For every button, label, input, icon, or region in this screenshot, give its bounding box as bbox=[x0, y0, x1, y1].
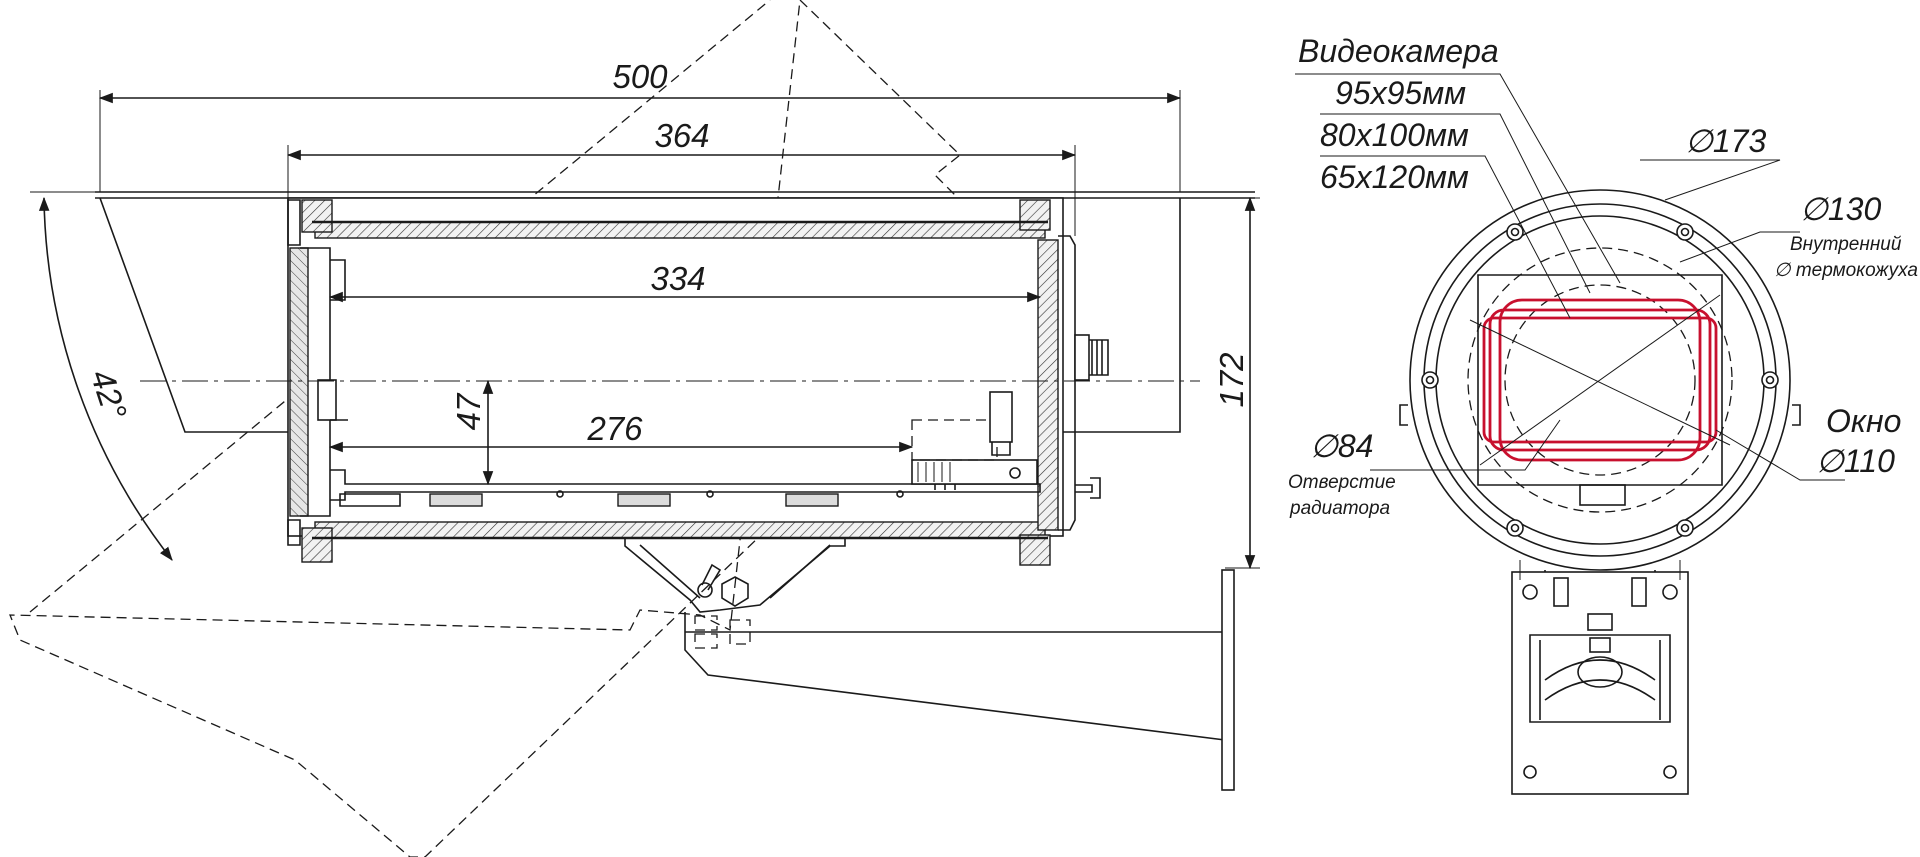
camera-title: Видеокамера bbox=[1298, 33, 1499, 69]
camera-outline-65x120 bbox=[1482, 316, 1718, 444]
dim-tilt-angle: 42° bbox=[84, 365, 135, 424]
camera-shelf bbox=[330, 391, 1041, 507]
radiator-note-2: радиатора bbox=[1289, 498, 1390, 519]
leader-lines bbox=[1295, 73, 1845, 481]
dim-shelf-height: 47 bbox=[450, 392, 487, 430]
inner-diameter-label: ∅130 bbox=[1800, 191, 1881, 227]
inner-diameter-note-2: ∅ термокожуха bbox=[1774, 260, 1918, 281]
dim-overall-length: 500 bbox=[612, 58, 668, 95]
window-label: Окно bbox=[1826, 403, 1901, 439]
dim-height: 172 bbox=[1213, 352, 1250, 407]
side-view: 500 364 334 276 47 172 42° bbox=[9, 0, 1260, 857]
camera-size-2: 80x100мм bbox=[1320, 117, 1469, 153]
radiator-note-1: Отверстие bbox=[1288, 472, 1396, 493]
flange-bolts bbox=[1421, 223, 1779, 537]
radiator-diameter-label: ∅84 bbox=[1310, 428, 1373, 464]
camera-size-1: 95x95мм bbox=[1335, 75, 1466, 111]
window-diameter-label: ∅110 bbox=[1816, 443, 1895, 479]
outer-flange bbox=[1409, 189, 1791, 571]
camera-outline-80x100 bbox=[1488, 308, 1712, 452]
mounting-bracket bbox=[624, 537, 1235, 791]
tilted-housing-outline bbox=[9, 0, 976, 857]
camera-outline-95x95 bbox=[1498, 298, 1702, 462]
dim-inner-length: 334 bbox=[650, 260, 705, 297]
front-bracket bbox=[1511, 560, 1689, 795]
outer-diameter-label: ∅173 bbox=[1685, 123, 1766, 159]
front-window-glass bbox=[289, 247, 309, 517]
dim-camera-shelf: 276 bbox=[586, 410, 643, 447]
camera-size-3: 65x120мм bbox=[1320, 159, 1469, 195]
inner-diameter-note-1: Внутренний bbox=[1790, 234, 1902, 255]
camera-outlines bbox=[1482, 298, 1718, 462]
cable-gland bbox=[1074, 334, 1109, 499]
front-view: Видеокамера 95x95мм 80x100мм 65x120мм ∅1… bbox=[1288, 33, 1918, 795]
dim-housing-length: 364 bbox=[654, 117, 709, 154]
side-dimensions: 500 364 334 276 47 172 42° bbox=[38, 58, 1260, 570]
